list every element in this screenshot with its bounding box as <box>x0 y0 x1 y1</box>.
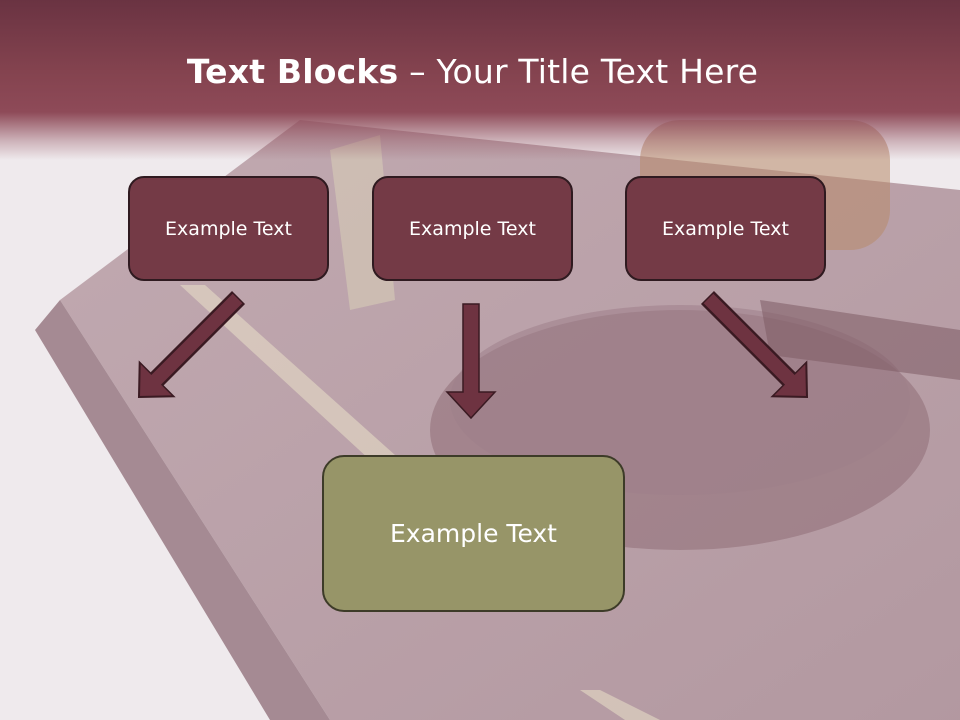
title-band <box>0 0 960 160</box>
text-block-1[interactable]: Example Text <box>128 176 329 281</box>
title-bold-part: Text Blocks <box>186 52 399 91</box>
title-separator: – <box>398 52 437 91</box>
slide-title: Text Blocks – Your Title Text Here <box>0 52 945 91</box>
text-block-3-label: Example Text <box>662 217 789 240</box>
text-block-3[interactable]: Example Text <box>625 176 826 281</box>
text-block-2[interactable]: Example Text <box>372 176 573 281</box>
title-rest: Your Title Text Here <box>436 52 759 91</box>
result-text-block-label: Example Text <box>390 519 557 548</box>
text-block-2-label: Example Text <box>409 217 536 240</box>
result-text-block[interactable]: Example Text <box>322 455 625 612</box>
text-block-1-label: Example Text <box>165 217 292 240</box>
